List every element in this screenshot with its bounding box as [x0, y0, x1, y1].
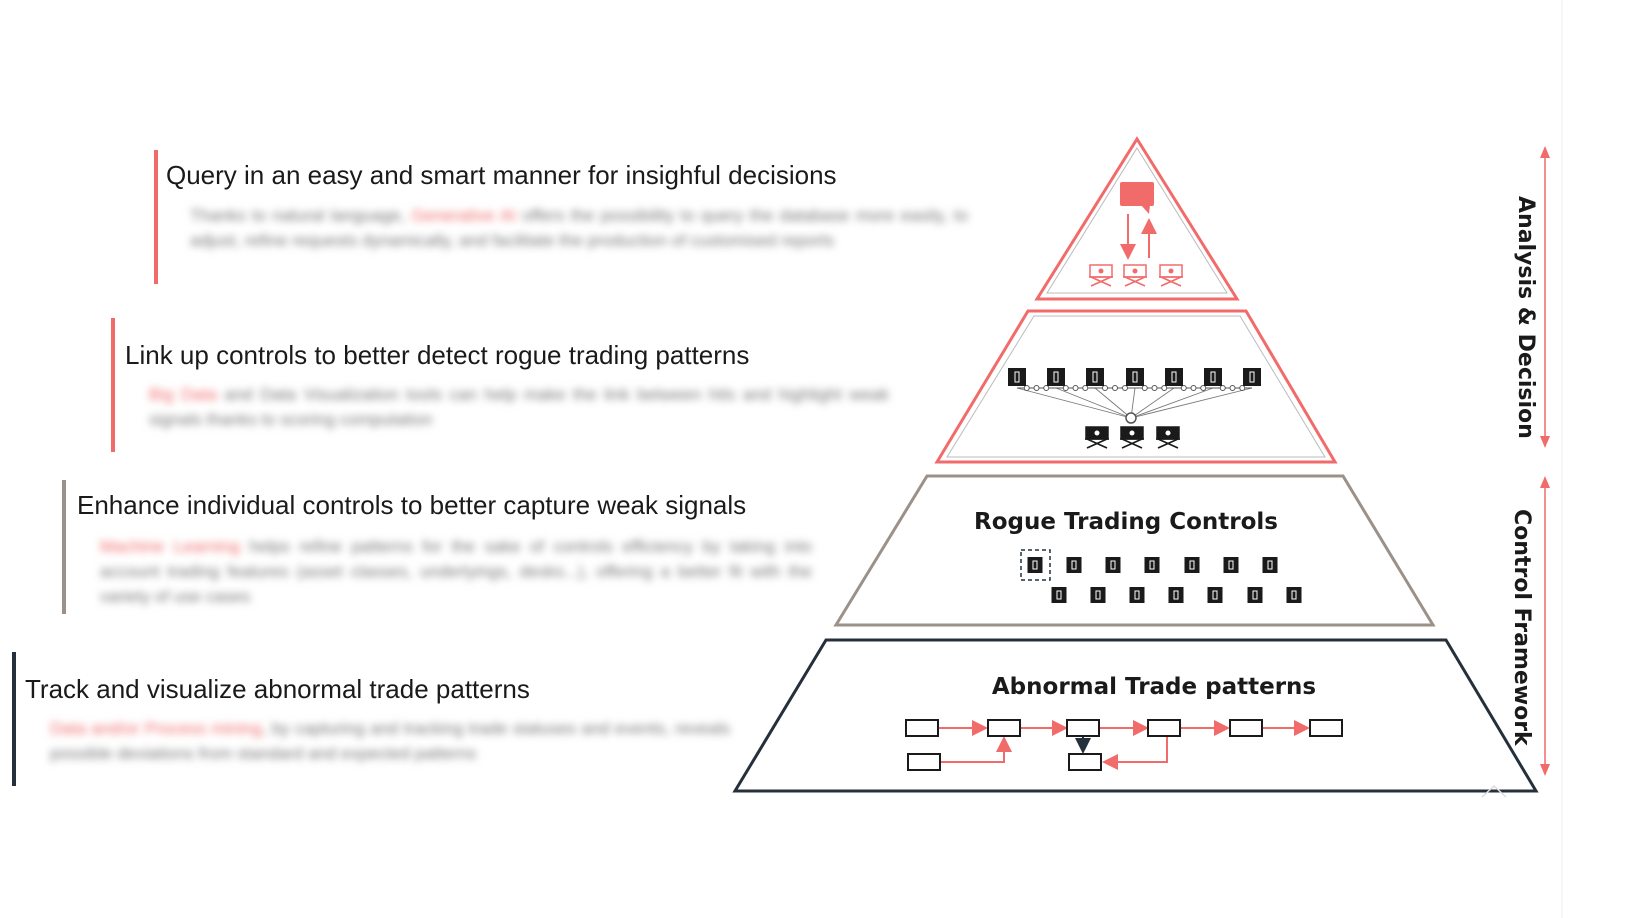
level-1-bar [154, 150, 158, 284]
document-icon [1243, 368, 1261, 386]
document-icon [1168, 587, 1184, 603]
control-framework-axis: Control Framework [1509, 476, 1550, 776]
document-icon [1184, 557, 1200, 573]
level-1-heading: Query in an easy and smart manner for in… [166, 160, 837, 190]
pyramid-tier-1 [1034, 136, 1240, 301]
level-2-bar [111, 318, 115, 452]
document-icon [1286, 587, 1302, 603]
analysis-decision-label: Analysis & Decision [1513, 196, 1538, 439]
control-framework-label: Control Framework [1509, 509, 1534, 747]
process-box-icon [907, 753, 941, 771]
process-box-icon [987, 719, 1021, 737]
document-icon [1090, 587, 1106, 603]
level-3-description: Machine Learning helps refine patterns f… [100, 537, 812, 606]
document-icon [1207, 587, 1223, 603]
level-3-bar [62, 480, 66, 614]
presenter-icon [1089, 264, 1113, 287]
tier-3-title: Rogue Trading Controls [974, 509, 1278, 535]
level-2-description: Big Data and Data Visualization tools ca… [149, 385, 889, 429]
document-icon [1027, 557, 1043, 573]
document-icon [1047, 368, 1065, 386]
process-box-icon [1147, 719, 1181, 737]
level-2-block: Link up controls to better detect rogue … [111, 318, 911, 452]
analysis-decision-axis: Analysis & Decision [1513, 146, 1550, 448]
document-icon [1051, 587, 1067, 603]
pyramid-tier-2 [934, 309, 1338, 464]
selected-control-frame [1020, 549, 1051, 581]
level-1-description: Thanks to natural language, Generative A… [190, 206, 968, 250]
presenter-icon [1085, 426, 1109, 449]
hub-node [1125, 412, 1137, 424]
presenter-icon [1120, 426, 1144, 449]
level-4-heading: Track and visualize abnormal trade patte… [25, 674, 530, 704]
level-1-block: Query in an easy and smart manner for in… [154, 150, 984, 284]
document-icon [1204, 368, 1222, 386]
process-box-icon [1068, 753, 1102, 771]
level-2-heading: Link up controls to better detect rogue … [125, 340, 750, 370]
presenter-icon [1123, 264, 1147, 287]
document-icon [1008, 368, 1026, 386]
level-4-block: Track and visualize abnormal trade patte… [12, 652, 772, 786]
document-icon [1086, 368, 1104, 386]
document-icon [1105, 557, 1121, 573]
document-icon [1066, 557, 1082, 573]
presenter-icon [1159, 264, 1183, 287]
document-icon [1144, 557, 1160, 573]
presenter-icon [1156, 426, 1180, 449]
level-4-description: Data and/or Process mining, by capturing… [50, 719, 730, 763]
level-3-heading: Enhance individual controls to better ca… [77, 490, 747, 520]
process-box-icon [1229, 719, 1263, 737]
chat-bubble-icon [1120, 182, 1154, 214]
document-icon [1247, 587, 1263, 603]
faint-chevron-icon [1481, 784, 1507, 798]
pyramid-tier-4: Abnormal Trade patterns [732, 638, 1539, 793]
process-box-icon [905, 719, 939, 737]
process-box-icon [1066, 719, 1100, 737]
document-icon [1223, 557, 1239, 573]
document-icon [1126, 368, 1144, 386]
tier-4-title: Abnormal Trade patterns [992, 674, 1316, 700]
process-flow [905, 719, 1343, 771]
pyramid-tier-3: Rogue Trading Controls [833, 474, 1436, 627]
level-3-block: Enhance individual controls to better ca… [62, 480, 862, 614]
document-icon [1129, 587, 1145, 603]
document-icon [1165, 368, 1183, 386]
process-box-icon [1309, 719, 1343, 737]
document-icon [1262, 557, 1278, 573]
level-4-bar [12, 652, 16, 786]
